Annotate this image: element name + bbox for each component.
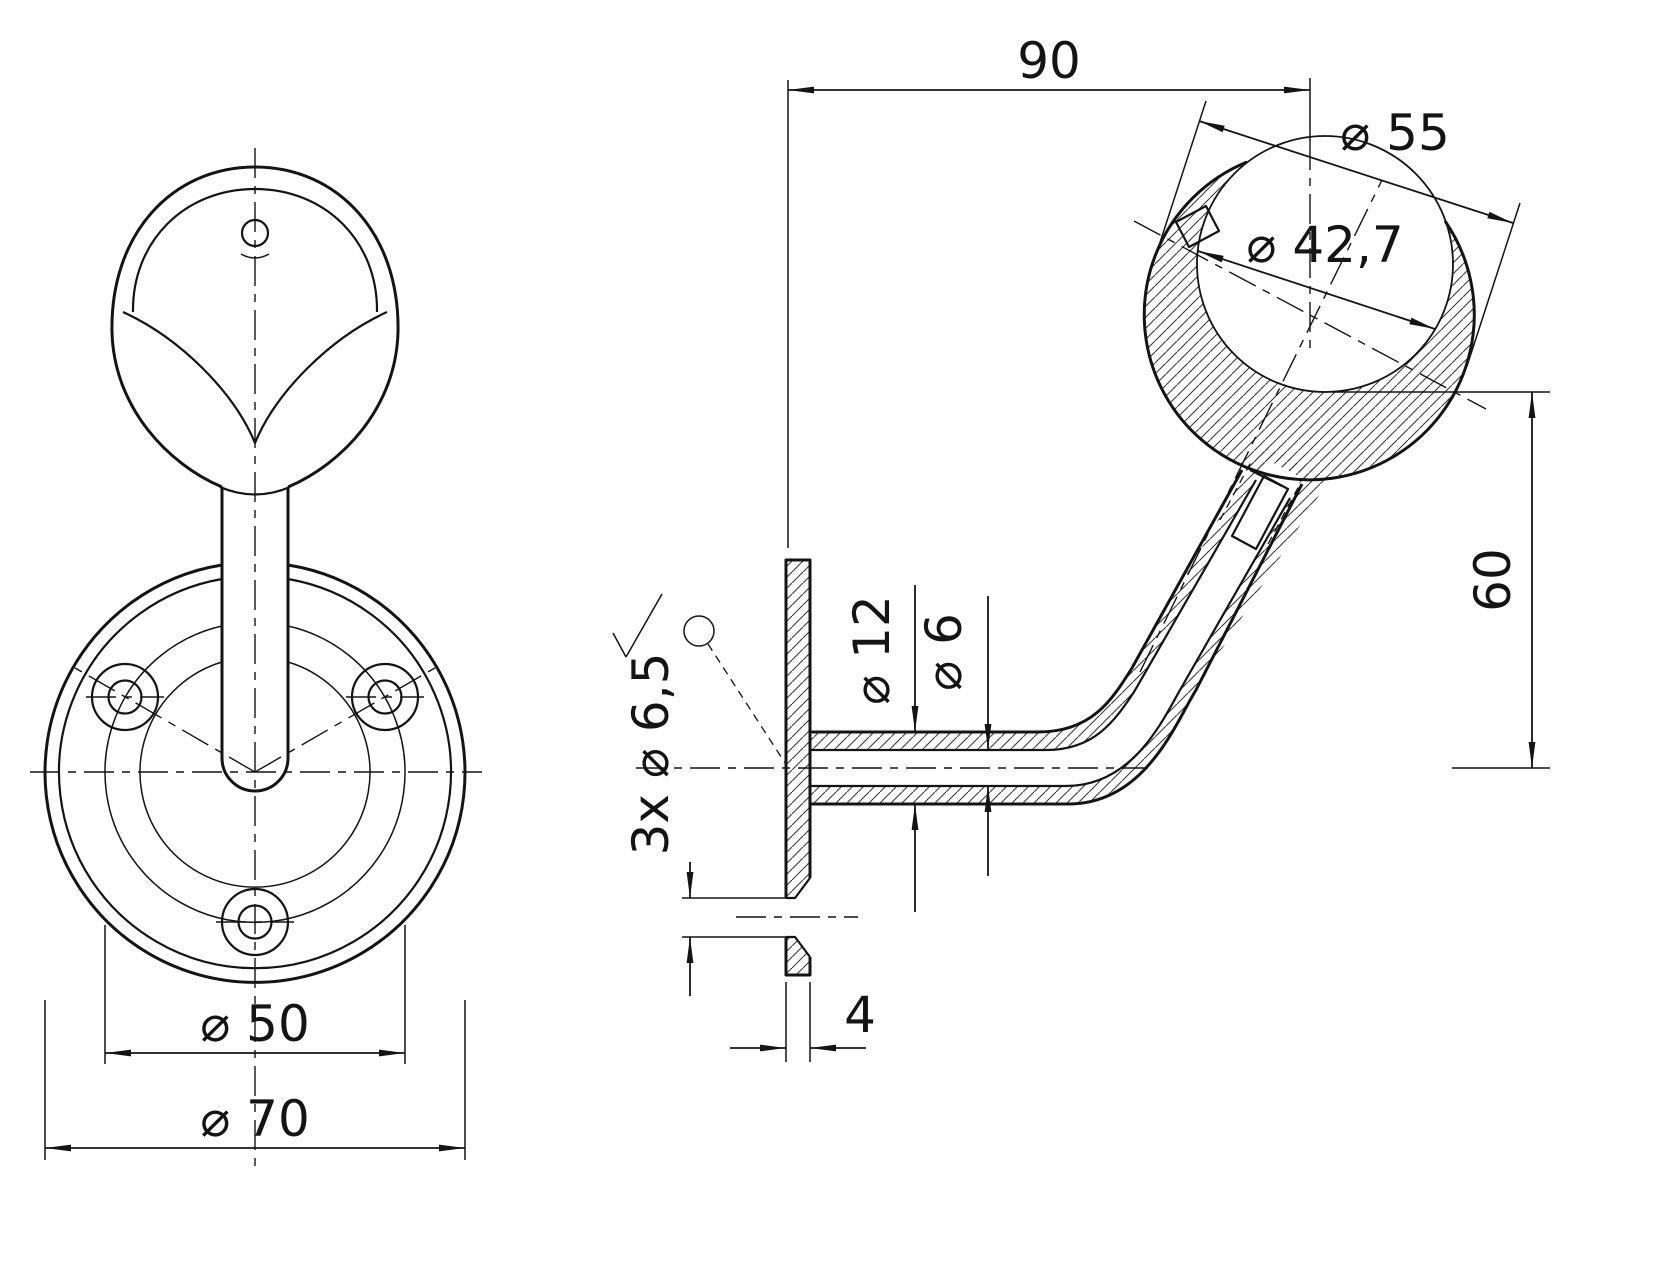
saddle-outline [110,165,400,489]
front-view: ⌀ 50 ⌀ 70 [30,148,482,1168]
neck-step-line [1249,469,1283,487]
surface-finish-symbol [612,593,788,767]
dim-reach-label: 90 [1017,32,1081,90]
dim-plate-thickness-label: 4 [844,986,876,1044]
saddle-screw-hole [240,218,270,248]
extension-line [1466,202,1521,367]
dim-mount-holes: 3x ⌀ 6,5 [622,653,792,996]
support-post [220,487,290,793]
dimension-line [1198,120,1514,224]
post-outline [220,487,290,793]
set-screw [1230,474,1290,551]
handrail-saddle [110,165,400,496]
hole-axis-left [69,664,256,773]
arm-bore-bottom-edge [810,497,1291,788]
cup-cross-centerline [1133,220,1487,410]
dim-mount-holes-label: 3x ⌀ 6,5 [622,653,680,856]
dim-reach: 90 [787,32,1311,548]
dim-arm-od-label: ⌀ 12 [843,595,901,705]
screw-thread-line [1219,459,1253,521]
dim-arm-bore-label: ⌀ 6 [915,613,973,691]
mounting-holes [90,662,420,957]
mounting-hole [220,887,290,957]
dimension-line [1197,250,1436,330]
flange-boss-circle [139,661,371,888]
dim-bolt-circle: ⌀ 50 [104,925,406,1064]
mounting-hole-bore [107,679,143,715]
dim-arm-od: ⌀ 12 [843,585,919,912]
flange-outer-edge [43,563,467,984]
arm-bore-channel [810,460,1302,786]
symbol-stroke [625,593,663,658]
cup-section-hatch [1144,162,1475,480]
dim-rail-od-label: ⌀ 42,7 [1246,216,1403,274]
symbol-circle [683,615,715,647]
dim-plate-thickness: 4 [730,982,876,1062]
dim-bolt-circle-label: ⌀ 50 [200,995,310,1053]
screw-thread-line [1267,483,1301,545]
mounting-hole-bore [367,679,403,715]
leader-line [707,643,788,767]
dim-rail-od: ⌀ 42,7 [1197,216,1436,330]
symbol-stroke [612,632,627,658]
dim-saddle-od-label: ⌀ 55 [1340,104,1450,162]
plate-outline-lower [784,937,812,977]
arm-top-edge [810,469,1244,734]
saddle-screw-countersink [240,253,270,259]
hole-axis-right [254,664,441,773]
mounting-hole [90,662,160,732]
mounting-hole-bore [237,904,273,940]
saddle-seat-curve [122,310,388,445]
flange-inner-edge [57,577,453,970]
dim-flange-od: ⌀ 70 [44,1000,466,1160]
arm-bore-top-edge [810,479,1257,752]
cup-tab [1174,204,1221,249]
dim-height-label: 60 [1464,548,1522,612]
dim-saddle-od: ⌀ 55 [1152,100,1521,367]
plate-outline-upper [784,558,812,898]
bracket-arm [810,469,1304,806]
arm-bottom-edge [810,483,1304,806]
dim-arm-bore: ⌀ 6 [915,596,992,876]
saddle-inner-lip [131,187,379,313]
dim-flange-od-label: ⌀ 70 [200,1090,310,1148]
side-view: 90 ⌀ 55 ⌀ 42,7 60 ⌀ 12 [612,32,1550,1062]
mounting-hole [350,662,420,732]
saddle-base-joint [219,485,291,496]
extension-line [1152,100,1207,265]
dim-height: 60 [1332,391,1550,769]
